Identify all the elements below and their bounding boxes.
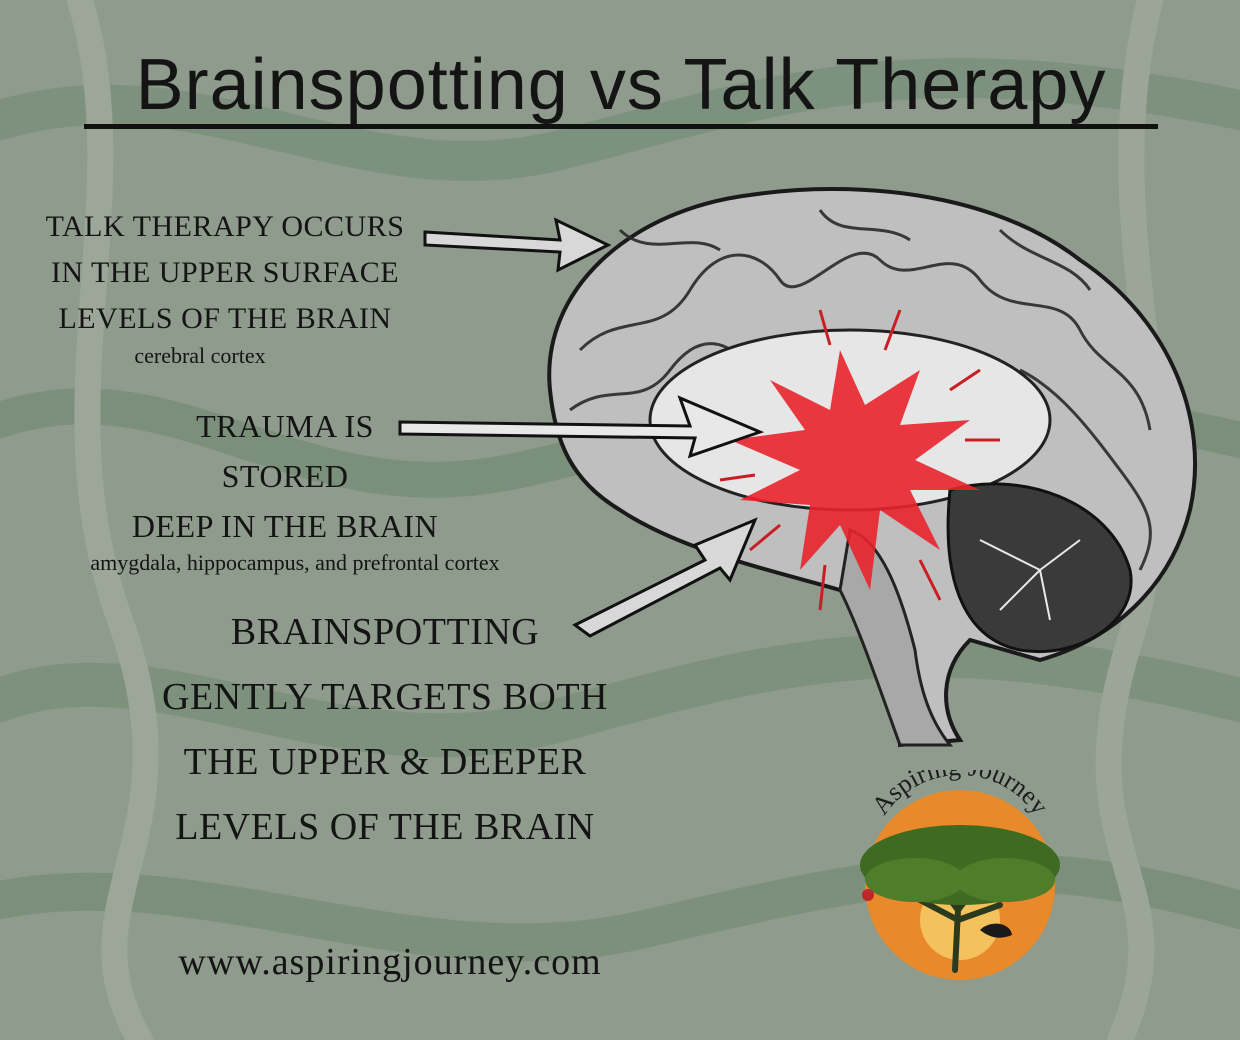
arrow-brainspotting-icon (572, 517, 758, 638)
trauma-sub: amygdala, hippocampus, and prefrontal co… (90, 550, 500, 575)
brainspotting-line-3: THE UPPER & DEEPER (183, 741, 587, 783)
arrow-upper-icon (423, 217, 612, 273)
talk-therapy-sub: cerebral cortex (134, 343, 266, 368)
brainspotting-line-4: LEVELS OF THE BRAIN (175, 806, 595, 848)
website-link[interactable]: www.aspiringjourney.com (178, 941, 602, 983)
cerebellum (946, 482, 1133, 653)
aspiring-journey-logo: Aspiring Journey (860, 770, 1060, 980)
talk-therapy-line-1: TALK THERAPY OCCURS (45, 210, 405, 243)
talk-therapy-line-3: LEVELS OF THE BRAIN (58, 302, 392, 335)
trauma-line-3: DEEP IN THE BRAIN (131, 508, 439, 544)
trauma-line-2: STORED (221, 458, 349, 494)
trauma-line-1: TRAUMA IS (196, 408, 374, 444)
tree-sunset-logo-icon (860, 825, 1060, 973)
page-title: Brainspotting vs Talk Therapy (135, 45, 1107, 125)
brainspotting-line-1: BRAINSPOTTING (230, 611, 540, 653)
arrow-deep-icon (398, 395, 765, 459)
trauma-highlight (730, 350, 980, 590)
brainspotting-line-2: GENTLY TARGETS BOTH (162, 676, 608, 718)
brain-illustration (547, 186, 1198, 748)
title-underline (84, 124, 1158, 129)
talk-therapy-line-2: IN THE UPPER SURFACE (50, 256, 400, 289)
